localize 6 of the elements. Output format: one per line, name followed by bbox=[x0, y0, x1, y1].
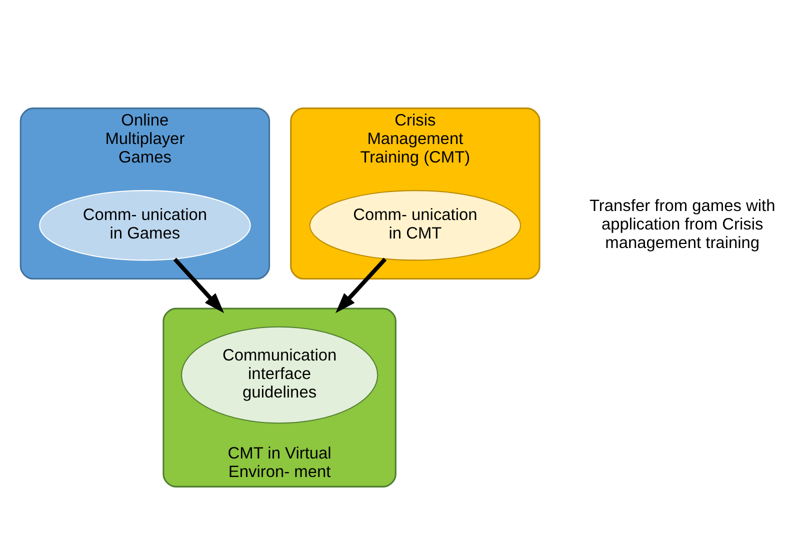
node-ellipse: Communication interface guidelines bbox=[181, 326, 378, 424]
arrow bbox=[335, 258, 387, 314]
arrow bbox=[173, 258, 224, 314]
node-ellipse: Comm- unication in CMT bbox=[309, 190, 522, 261]
label: Transfer from games with application from Crisis management training bbox=[589, 196, 776, 252]
node-ellipse: Comm- unication in Games bbox=[39, 190, 251, 261]
